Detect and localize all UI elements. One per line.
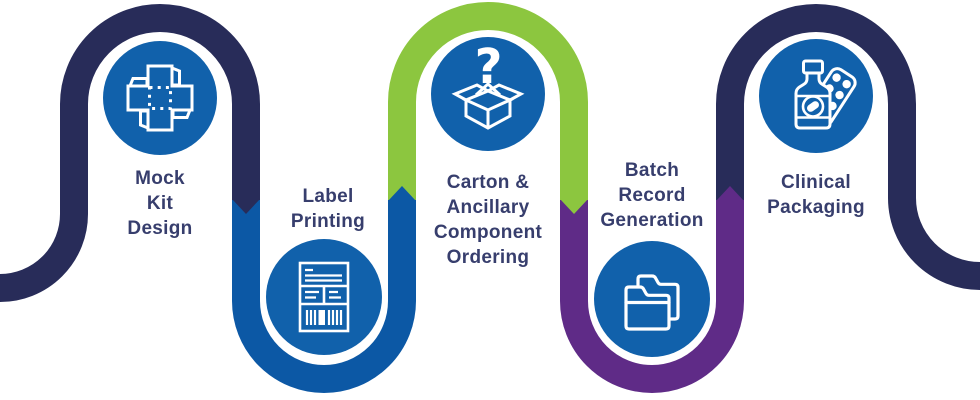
step-label-label-printing: Label Printing bbox=[228, 184, 428, 234]
label-line: Record bbox=[618, 185, 686, 206]
chevron-transition-green-purple bbox=[560, 199, 588, 214]
label-line: Design bbox=[127, 218, 193, 239]
bottle-cap bbox=[802, 59, 824, 75]
label-line: Mock bbox=[135, 168, 185, 189]
front-folder bbox=[624, 285, 671, 331]
carton-tab-right bbox=[171, 109, 192, 119]
flow-segment-blue bbox=[232, 200, 416, 393]
flow-segment-green bbox=[388, 2, 588, 200]
label-line: Packaging bbox=[767, 197, 865, 218]
chevron-transition-purple-navy bbox=[716, 186, 744, 201]
barcode-thick-bar bbox=[318, 310, 325, 325]
label-header-lines bbox=[305, 268, 342, 282]
label-line: Batch bbox=[624, 160, 680, 181]
bottle-capsule bbox=[807, 101, 819, 112]
carton-tab-left bbox=[128, 77, 149, 87]
carton-dashed-panel bbox=[148, 86, 172, 110]
label-dividers bbox=[300, 284, 348, 306]
step-label-carton-ancillary-component-ordering: Carton & Ancillary Component Ordering bbox=[388, 170, 588, 270]
label-line: Label bbox=[302, 186, 354, 207]
carton-tab-top bbox=[171, 66, 181, 87]
label-line: Ancillary bbox=[446, 197, 530, 218]
box-right-flap bbox=[487, 83, 525, 102]
flow-segment-navy-1 bbox=[0, 4, 260, 302]
flow-segment-purple bbox=[560, 200, 744, 393]
label-line: Carton & bbox=[446, 172, 530, 193]
step-label-batch-record-generation: Batch Record Generation bbox=[552, 158, 752, 233]
carton-tab-bottom bbox=[139, 109, 149, 130]
label-line: Printing bbox=[290, 211, 366, 232]
step-circle-1 bbox=[103, 41, 217, 155]
barcode-thin-bars bbox=[305, 310, 343, 325]
bottle-body bbox=[794, 71, 832, 130]
chevron-transition-blue-green bbox=[388, 186, 416, 201]
box-left-flap bbox=[451, 83, 489, 102]
step-label-mock-kit-design: Mock Kit Design bbox=[60, 166, 260, 241]
step-circle-3 bbox=[431, 37, 545, 151]
medicine-bottle-blister-icon bbox=[794, 59, 857, 130]
flow-segment-navy-2 bbox=[716, 4, 980, 290]
open-box-icon: ? bbox=[451, 39, 525, 130]
label-line: Generation bbox=[600, 210, 704, 231]
back-folder bbox=[636, 274, 680, 321]
carton-template-icon bbox=[126, 64, 194, 132]
label-line: Component bbox=[433, 222, 543, 243]
box-back-flaps bbox=[474, 81, 502, 97]
label-line: Kit bbox=[146, 193, 174, 214]
bottle-logo-circle bbox=[801, 95, 825, 118]
folders-icon bbox=[624, 274, 680, 331]
label-outline bbox=[298, 261, 350, 333]
label-line: Ordering bbox=[446, 247, 530, 268]
chevron-transition-navy-blue bbox=[232, 199, 260, 214]
step-label-clinical-packaging: Clinical Packaging bbox=[716, 170, 916, 220]
label-document-icon bbox=[298, 261, 350, 333]
label-line: Clinical bbox=[781, 172, 851, 193]
label-field-lines bbox=[305, 290, 341, 299]
